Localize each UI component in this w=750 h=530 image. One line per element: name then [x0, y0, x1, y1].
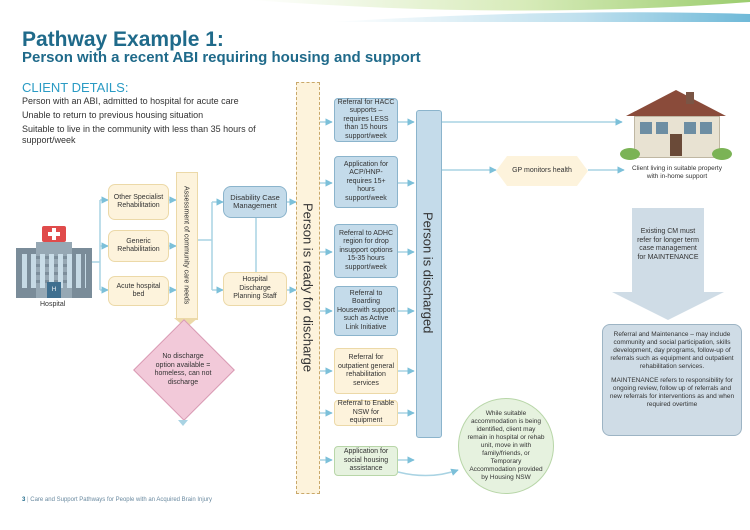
referral-box: Referral to Enable NSW for equipment [334, 400, 398, 426]
footer-page-number: 3 [22, 497, 26, 503]
house-caption: Client living in suitable property with … [632, 165, 722, 180]
client-detail-line: Suitable to live in the community with l… [22, 124, 256, 145]
down-arrow-icon [178, 420, 188, 426]
case-box: Hospital Discharge Planning Staff [223, 272, 287, 306]
discharged-label: Person is discharged [420, 212, 436, 334]
existing-cm-text: Existing CM must refer for longer term c… [637, 228, 699, 261]
house-icon [620, 90, 732, 160]
discharged-bar [416, 110, 442, 438]
hospital-label: Hospital [40, 301, 66, 308]
maintenance-box: Referral and Maintenance – may include c… [602, 324, 742, 436]
maintenance-text-1: Referral and Maintenance – may include c… [610, 331, 734, 370]
ready-for-discharge-label: Person is ready for discharge [300, 203, 316, 373]
origin-box: Other Specialist Rehabilitation [108, 184, 169, 220]
ready-for-discharge-bar [296, 82, 320, 494]
case-box: Disability Case Management [223, 186, 287, 218]
page-subtitle: Person with a recent ABI requiring housi… [22, 49, 421, 66]
while-suitable-circle: While suitable accommodation is being id… [458, 398, 554, 494]
page-title: Pathway Example 1: [22, 28, 224, 51]
referral-box: Referral for outpatient general rehabili… [334, 348, 398, 394]
maintenance-text-2: MAINTENANCE refers to responsibility for… [609, 377, 735, 408]
hospital-sign: H [47, 282, 61, 298]
assessment-label: Assessment of community care needs [182, 185, 190, 305]
referral-box: Application for social housing assistanc… [334, 446, 398, 476]
existing-cm-arrow-head [612, 292, 724, 320]
hospital-icon: H [16, 226, 92, 298]
footer-text: Care and Support Pathways for People wit… [30, 497, 213, 503]
no-discharge-label: No discharge option available = homeless… [154, 353, 212, 386]
existing-cm-arrow-body [632, 208, 704, 292]
gp-label: GP monitors health [512, 166, 572, 174]
footer: 3 | Care and Support Pathways for People… [22, 497, 213, 503]
origin-box: Acute hospital bed [108, 276, 169, 306]
referral-box: Referral to ADHC region for drop insuppo… [334, 224, 398, 278]
client-detail-line: Unable to return to previous housing sit… [22, 110, 204, 120]
referral-box: Referral to Boarding Housewith support s… [334, 286, 398, 336]
banner-blue [330, 12, 750, 22]
banner-green [250, 0, 750, 11]
referral-box: Application for ACP/HNP- requires 15+ ho… [334, 156, 398, 208]
gp-hexagon [496, 156, 588, 186]
client-details-heading: CLIENT DETAILS: [22, 80, 129, 95]
client-detail-line: Person with an ABI, admitted to hospital… [22, 96, 239, 106]
origin-box: Generic Rehabilitation [108, 230, 169, 262]
referral-box: Referral for HACC supports – requires LE… [334, 98, 398, 142]
